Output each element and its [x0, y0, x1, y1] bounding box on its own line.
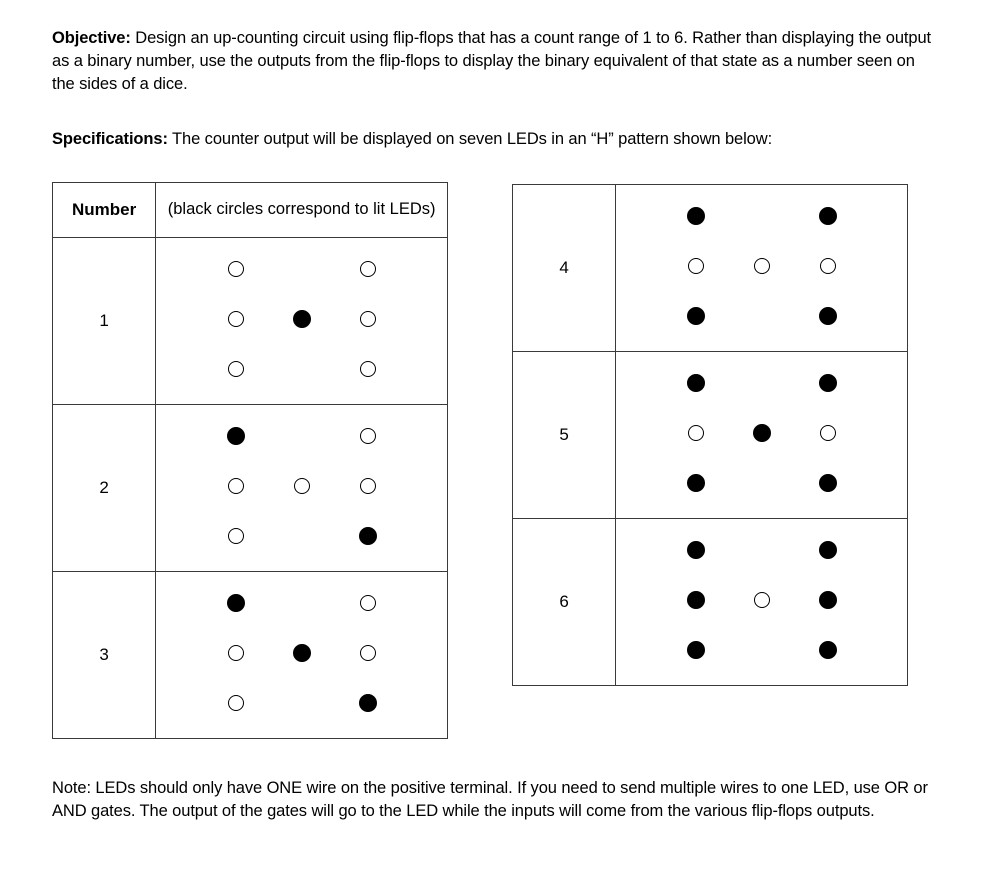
table-row: 1 — [51, 237, 448, 405]
led-pattern-grid — [616, 352, 907, 518]
led-lit-icon — [818, 591, 837, 609]
led-lit-icon — [752, 424, 771, 442]
led-unlit-icon — [687, 425, 704, 441]
led-pattern-table-1-to-3: Number (black circles correspond to lit … — [51, 182, 448, 739]
led-unlit-icon — [227, 261, 244, 277]
specifications-label: Specifications: — [52, 129, 168, 148]
note-paragraph: Note: LEDs should only have ONE wire on … — [52, 777, 932, 824]
led-unlit-icon — [753, 258, 770, 274]
number-cell: 3 — [51, 571, 157, 739]
table-row: 2 — [51, 404, 448, 572]
pattern-cell — [615, 518, 908, 686]
led-unlit-icon — [227, 645, 244, 661]
led-pattern-grid — [616, 519, 907, 685]
led-lit-icon — [292, 310, 311, 328]
led-unlit-icon — [359, 428, 376, 444]
led-lit-icon — [226, 594, 245, 612]
led-lit-icon — [818, 641, 837, 659]
table-row: 3 — [51, 571, 448, 739]
pattern-cell — [155, 571, 448, 739]
led-lit-icon — [686, 591, 705, 609]
led-unlit-icon — [227, 695, 244, 711]
led-pattern-grid — [156, 572, 447, 738]
led-lit-icon — [292, 644, 311, 662]
led-unlit-icon — [227, 311, 244, 327]
pattern-cell — [155, 237, 448, 405]
led-lit-icon — [818, 541, 837, 559]
led-lit-icon — [818, 307, 837, 325]
column-header-number: Number — [51, 182, 157, 238]
led-unlit-icon — [227, 478, 244, 494]
led-unlit-icon — [359, 311, 376, 327]
led-lit-icon — [686, 307, 705, 325]
objective-text: Design an up-counting circuit using flip… — [52, 28, 932, 94]
led-unlit-icon — [687, 258, 704, 274]
led-lit-icon — [818, 374, 837, 392]
led-unlit-icon — [227, 361, 244, 377]
column-header-caption: (black circles correspond to lit LEDs) — [155, 182, 448, 238]
number-cell: 6 — [511, 518, 617, 686]
pattern-cell — [615, 184, 908, 352]
led-lit-icon — [358, 527, 377, 545]
led-unlit-icon — [359, 478, 376, 494]
led-lit-icon — [686, 207, 705, 225]
led-lit-icon — [358, 694, 377, 712]
led-lit-icon — [686, 541, 705, 559]
number-cell: 4 — [511, 184, 617, 352]
objective-label: Objective: — [52, 28, 131, 47]
led-lit-icon — [226, 427, 245, 445]
specifications-text: The counter output will be displayed on … — [167, 129, 773, 148]
led-unlit-icon — [359, 361, 376, 377]
led-lit-icon — [686, 374, 705, 392]
led-pattern-grid — [616, 185, 907, 351]
led-unlit-icon — [293, 478, 310, 494]
led-lit-icon — [686, 474, 705, 492]
table-row: 6 — [511, 518, 908, 686]
led-lit-icon — [686, 641, 705, 659]
pattern-cell — [615, 351, 908, 519]
led-lit-icon — [818, 474, 837, 492]
objective-paragraph: Objective: Design an up-counting circuit… — [52, 27, 932, 97]
led-unlit-icon — [359, 645, 376, 661]
led-pattern-grid — [156, 405, 447, 571]
table-row: 4 — [511, 184, 908, 352]
led-pattern-grid — [156, 238, 447, 404]
led-unlit-icon — [753, 592, 770, 608]
led-unlit-icon — [819, 425, 836, 441]
number-cell: 2 — [51, 404, 157, 572]
table-header-row: Number (black circles correspond to lit … — [51, 182, 448, 238]
led-unlit-icon — [819, 258, 836, 274]
pattern-cell — [155, 404, 448, 572]
specifications-paragraph: Specifications: The counter output will … — [52, 128, 942, 151]
note-text: Note: LEDs should only have ONE wire on … — [52, 778, 928, 820]
led-unlit-icon — [227, 528, 244, 544]
led-unlit-icon — [359, 595, 376, 611]
led-unlit-icon — [359, 261, 376, 277]
led-lit-icon — [818, 207, 837, 225]
number-cell: 1 — [51, 237, 157, 405]
table-row: 5 — [511, 351, 908, 519]
number-cell: 5 — [511, 351, 617, 519]
